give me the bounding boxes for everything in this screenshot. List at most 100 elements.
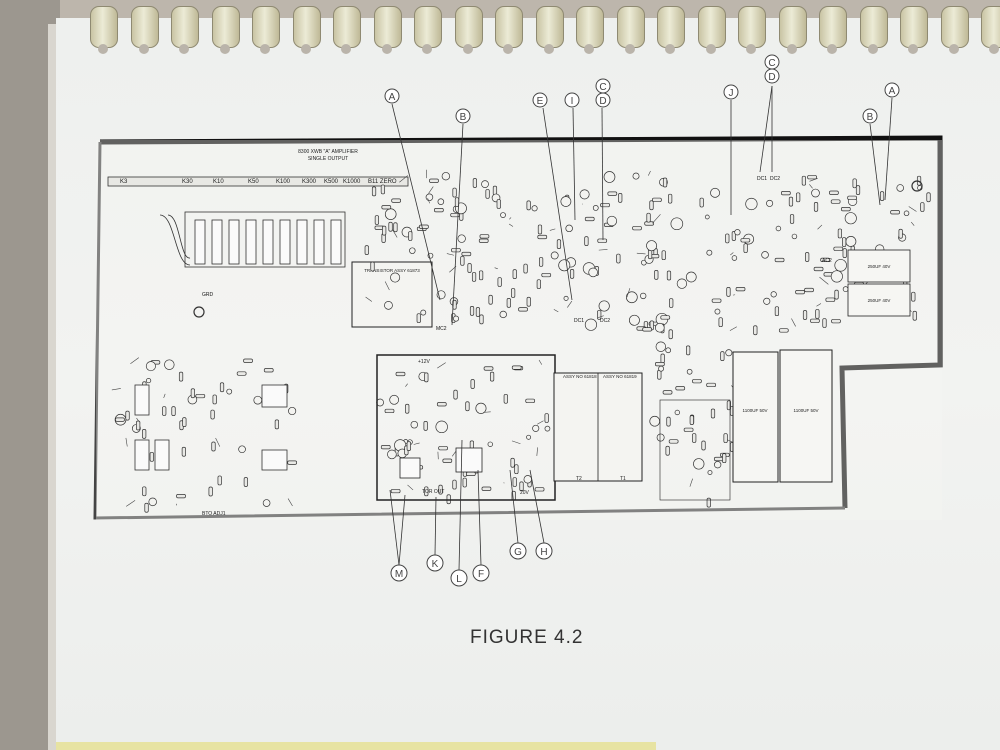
binding-coil	[454, 6, 483, 48]
binding-coil	[657, 6, 685, 48]
svg-text:D: D	[599, 96, 606, 107]
pcb-component	[420, 309, 427, 316]
pcb-component	[632, 226, 642, 231]
binding-hole	[503, 44, 513, 54]
pcb-component	[136, 420, 141, 431]
pcb-component	[409, 247, 416, 254]
callout-K: K	[426, 554, 444, 572]
pcb-component	[382, 225, 387, 236]
pcb-component	[656, 433, 665, 442]
pcb-component	[195, 393, 206, 399]
pcb-component	[208, 486, 213, 497]
pcb-component	[387, 449, 397, 460]
pcb-component	[675, 386, 686, 391]
pcb-component	[130, 357, 140, 365]
pcb-component	[381, 205, 392, 210]
pcb-component	[734, 229, 741, 236]
pcb-component	[537, 224, 543, 235]
pcb-component	[636, 252, 646, 255]
binding-hole	[665, 44, 675, 54]
binding-coil	[535, 6, 564, 48]
pcb-component	[253, 395, 263, 405]
pcb-component	[461, 251, 472, 257]
pcb-component	[731, 255, 738, 261]
pcb-component	[592, 205, 599, 211]
pcb-component	[217, 475, 222, 486]
pcb-component	[780, 191, 791, 196]
pcb-component	[145, 361, 156, 372]
pcb-component	[446, 253, 455, 256]
pcb-component	[685, 271, 697, 283]
pcb-component	[646, 212, 651, 223]
binding-hole	[462, 44, 473, 54]
pcb-component	[467, 263, 472, 273]
pcb-component	[534, 487, 545, 492]
pcb-component	[519, 481, 524, 492]
pcb-component	[658, 365, 664, 372]
pcb-component	[163, 393, 166, 399]
pcb-component	[144, 502, 149, 513]
pcb-component	[416, 313, 421, 324]
pcb-component	[475, 307, 481, 317]
pcb-component	[483, 366, 494, 371]
pcb-component	[181, 446, 186, 457]
callout-B-right: B	[862, 108, 878, 124]
pcb-component	[413, 442, 420, 445]
callout-B-top: B	[455, 108, 471, 124]
pcb-component	[182, 417, 187, 427]
sub-board-center: +12V TOR OUT 20V ASSY NO 61818 ASSY NO 6…	[376, 354, 643, 501]
svg-text:J: J	[729, 88, 734, 99]
binding-hole	[300, 44, 311, 54]
pcb-component	[809, 178, 818, 182]
svg-text:F: F	[478, 569, 484, 580]
svg-text:E: E	[537, 96, 544, 107]
pcb-component	[451, 451, 456, 457]
pcb-component	[788, 196, 794, 207]
pcb-component	[743, 243, 748, 254]
pcb-component	[125, 500, 136, 507]
pcb-component	[597, 315, 604, 319]
pcb-component	[618, 193, 623, 203]
pcb-component	[487, 441, 493, 447]
pcb-component	[470, 379, 475, 389]
pcb-component	[190, 388, 195, 399]
binding-hole	[705, 44, 716, 54]
pcb-component	[706, 497, 711, 508]
pcb-component	[726, 287, 731, 297]
pcb-component	[226, 388, 233, 395]
pcb-component	[910, 221, 915, 226]
pcb-component	[499, 310, 507, 319]
pcb-component	[710, 187, 720, 198]
pcb-component	[844, 212, 857, 225]
callout-C-right: C	[764, 54, 780, 70]
pcb-component	[423, 421, 428, 431]
bto-adj-label: BTO ADJ1	[202, 511, 226, 517]
pcb-component	[462, 477, 467, 488]
pcb-component	[541, 272, 552, 278]
pcb-component	[847, 195, 857, 200]
pcb-component	[442, 458, 453, 463]
pcb-component	[427, 197, 431, 204]
pcb-component	[896, 184, 904, 192]
pcb-component	[479, 270, 484, 281]
pcb-component	[125, 410, 130, 421]
callout-A-top: A	[384, 88, 400, 104]
terminal-labels: DC1 DC2 AC2 GRD MC2 DC1 DC2	[202, 176, 832, 332]
pcb-component	[729, 326, 737, 331]
assy1-label: ASSY NO 61818	[563, 374, 597, 379]
binding-hole	[584, 44, 594, 54]
pcb-component	[825, 297, 836, 302]
pcb-component	[817, 224, 823, 230]
pcb-component	[405, 383, 408, 387]
callout-E: E	[532, 92, 548, 108]
pcb-component	[525, 398, 536, 403]
pcb-component	[668, 439, 679, 444]
pcb-component	[437, 198, 445, 205]
binding-hole	[219, 44, 230, 54]
pcb-component	[632, 172, 640, 180]
pcb-component	[262, 499, 271, 507]
pcb-component	[460, 255, 465, 266]
pcb-component	[526, 434, 532, 440]
pcb-component	[654, 270, 659, 280]
